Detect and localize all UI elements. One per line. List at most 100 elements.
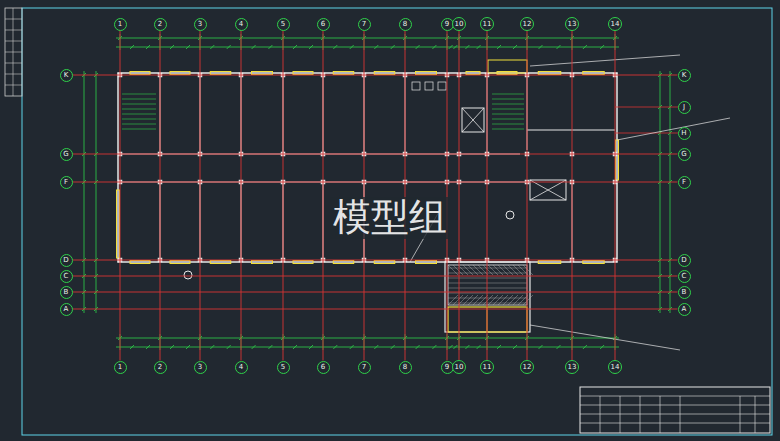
- hatch: [458, 295, 468, 305]
- axis-bubble: A: [678, 303, 691, 316]
- dimension-tick: [416, 45, 420, 49]
- axis-label: G: [60, 148, 73, 161]
- bubble-circle: [235, 18, 247, 30]
- bubble-circle: [194, 361, 206, 373]
- axis-bubble: 10: [452, 17, 466, 31]
- axis-bubble: 6: [317, 361, 330, 374]
- margin-table-line: [5, 19, 22, 20]
- dimension-tick: [252, 45, 256, 49]
- watermark: 模型组: [330, 197, 450, 239]
- axis-bubble: 13: [565, 360, 579, 374]
- axis-line: [487, 31, 488, 360]
- bubble-circle: [399, 18, 411, 30]
- bubble-circle: [521, 361, 534, 374]
- dimension-tick: [513, 45, 517, 49]
- dimension-tick: [391, 45, 395, 49]
- axis-line: [73, 182, 678, 183]
- dimension-tick: [432, 45, 436, 49]
- margin-table-line: [5, 41, 22, 42]
- bubble-circle: [678, 69, 690, 81]
- axis-label: 6: [317, 361, 330, 374]
- axis-bubble: 5: [277, 18, 290, 31]
- axis-bubble: 4: [235, 361, 248, 374]
- dimension-tick: [477, 45, 481, 49]
- axis-bubble: K: [678, 69, 691, 82]
- stair-tread: [492, 124, 524, 125]
- hatch: [493, 265, 503, 275]
- axis-line: [160, 31, 161, 361]
- axis-label: D: [678, 254, 691, 267]
- axis-bubble: 2: [154, 18, 167, 31]
- hatch: [453, 265, 463, 275]
- dimension-tick: [600, 45, 604, 49]
- bubble-circle: [566, 361, 579, 374]
- dimension-tick: [557, 345, 561, 349]
- axis-label: C: [60, 270, 73, 283]
- title-block-line: [620, 396, 621, 433]
- elevator-cross: [462, 108, 484, 132]
- axis-label: B: [60, 286, 73, 299]
- dimension-tick: [333, 45, 337, 49]
- bubble-circle: [60, 69, 72, 81]
- stair-tread: [492, 119, 524, 120]
- leader-line: [617, 118, 730, 140]
- axis-label: 1: [114, 361, 127, 374]
- bubble-circle: [441, 18, 453, 30]
- axis-line: [527, 31, 528, 360]
- bubble-circle: [114, 18, 126, 30]
- window: [538, 261, 561, 264]
- window: [583, 72, 605, 75]
- bubble-circle: [609, 361, 622, 374]
- hatch: [448, 298, 527, 299]
- bubble-circle: [453, 18, 466, 31]
- axis-bubble: 13: [565, 17, 579, 31]
- axis-label: F: [678, 176, 691, 189]
- shaft: [530, 180, 566, 200]
- hatch: [488, 295, 498, 305]
- axis-label: 8: [399, 361, 412, 374]
- axis-line: [73, 75, 678, 76]
- bubble-circle: [317, 361, 329, 373]
- window: [210, 72, 231, 75]
- hatch: [478, 295, 488, 305]
- window: [210, 261, 231, 264]
- stair-tread: [122, 119, 156, 120]
- dimension-tick: [557, 45, 561, 49]
- axis-label: 14: [608, 360, 622, 374]
- hatch: [448, 273, 527, 274]
- title-block-line: [600, 396, 601, 433]
- axis-label: 7: [358, 361, 371, 374]
- axis-bubble: 11: [480, 360, 494, 374]
- axis-line: [405, 31, 406, 361]
- axis-bubble: K: [60, 69, 73, 82]
- axis-bubble: 1: [114, 18, 127, 31]
- axis-bubble: 11: [480, 17, 494, 31]
- axis-bubble: 5: [277, 361, 290, 374]
- dimension-tick: [268, 345, 272, 349]
- axis-bubble: D: [60, 254, 73, 267]
- axis-bubble: 7: [358, 361, 371, 374]
- axis-line: [323, 31, 324, 361]
- axis-line: [447, 31, 448, 361]
- axis-label: 4: [235, 18, 248, 31]
- hatch: [513, 265, 523, 275]
- dimension-tick: [130, 345, 134, 349]
- bubble-circle: [521, 18, 534, 31]
- bubble-circle: [154, 361, 166, 373]
- dimension-tick: [449, 45, 453, 49]
- axis-label: 5: [277, 361, 290, 374]
- hatch: [453, 295, 463, 305]
- axis-label: 10: [452, 360, 466, 374]
- window: [448, 307, 527, 332]
- axis-label: F: [60, 176, 73, 189]
- dimension-tick: [268, 45, 272, 49]
- window: [333, 72, 354, 75]
- margin-table-line: [5, 52, 22, 53]
- margin-table-line: [5, 85, 22, 86]
- stair-tread: [492, 114, 524, 115]
- bubble-circle: [277, 361, 289, 373]
- stair-tread: [122, 114, 156, 115]
- stair-tread: [492, 94, 524, 95]
- stair-tread: [492, 99, 524, 100]
- margin-table-line: [5, 63, 22, 64]
